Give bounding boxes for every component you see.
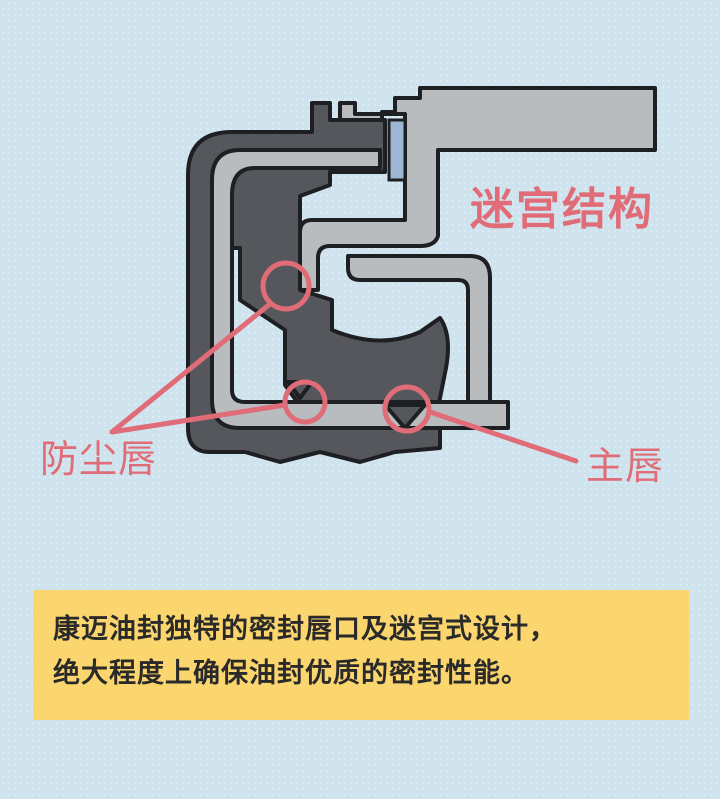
caption-box: 康迈油封独特的密封唇口及迷宫式设计， 绝大程度上确保油封优质的密封性能。	[33, 590, 689, 720]
highlight-circle-dust-lip	[282, 379, 328, 425]
caption-line-2: 绝大程度上确保油封优质的密封性能。	[53, 658, 529, 689]
highlight-circle-upper-dust-lip	[260, 260, 312, 312]
highlight-circles	[260, 260, 432, 434]
oil-seal-cross-section-diagram	[109, 86, 657, 464]
pointer-line-dust-lower	[109, 402, 288, 435]
inner-metal-frame	[210, 148, 510, 430]
pointer-line-dust-upper	[109, 301, 273, 435]
pointer-line-main-lip	[427, 409, 579, 464]
outer-labyrinth-casing	[298, 86, 657, 292]
main-lip-label: 主唇	[586, 444, 665, 488]
rubber-body	[186, 101, 450, 464]
spring-insert	[387, 118, 407, 182]
main-lip-shape	[383, 403, 427, 430]
pointer-lines	[109, 301, 579, 464]
labyrinth-structure-label: 迷宫结构	[470, 184, 654, 235]
highlight-circle-main-lip	[382, 384, 432, 434]
caption-line-1: 康迈油封独特的密封唇口及迷宫式设计，	[53, 614, 557, 645]
dust-lip-label: 防尘唇	[40, 437, 158, 481]
